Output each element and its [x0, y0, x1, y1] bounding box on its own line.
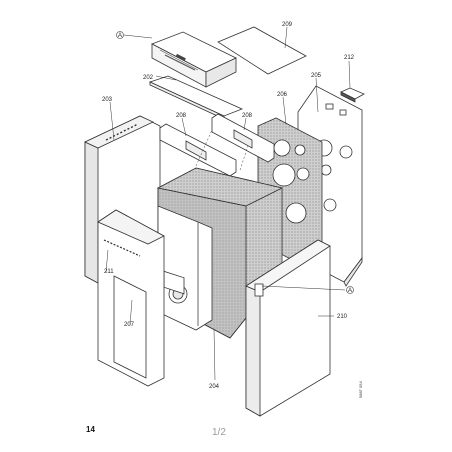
front-door-210: [245, 239, 331, 417]
label-207: 207: [124, 322, 135, 328]
label-209: 209: [282, 22, 293, 28]
callout-circle-a-top: A: [116, 31, 124, 39]
label-203: 203: [102, 97, 113, 103]
bracket-212: [340, 87, 365, 103]
label-204: 204: [209, 384, 220, 390]
label-202: 202: [143, 75, 154, 81]
page-number: 14: [86, 425, 95, 434]
label-208-left: 208: [176, 113, 187, 119]
label-206: 206: [277, 92, 288, 98]
control-panel-unit: [151, 31, 237, 88]
lower-front-panel-207: [97, 209, 165, 387]
top-cover-209: [217, 26, 307, 75]
label-211: 211: [104, 269, 114, 275]
label-a-top: A: [118, 33, 122, 39]
front-strip-202: [148, 75, 244, 120]
label-208-right: 208: [242, 113, 253, 119]
document-id: 5887 054: [358, 381, 363, 398]
label-a-right: A: [348, 288, 352, 294]
bracket-208-right: [211, 113, 275, 163]
label-210: 210: [337, 314, 348, 320]
label-205: 205: [311, 73, 322, 79]
callout-circle-a-right: A: [346, 286, 354, 294]
page-indicator[interactable]: 1/2: [212, 427, 226, 438]
leader-lines: [105, 26, 351, 381]
bracket-208-left: [159, 123, 237, 177]
label-212: 212: [344, 55, 355, 61]
